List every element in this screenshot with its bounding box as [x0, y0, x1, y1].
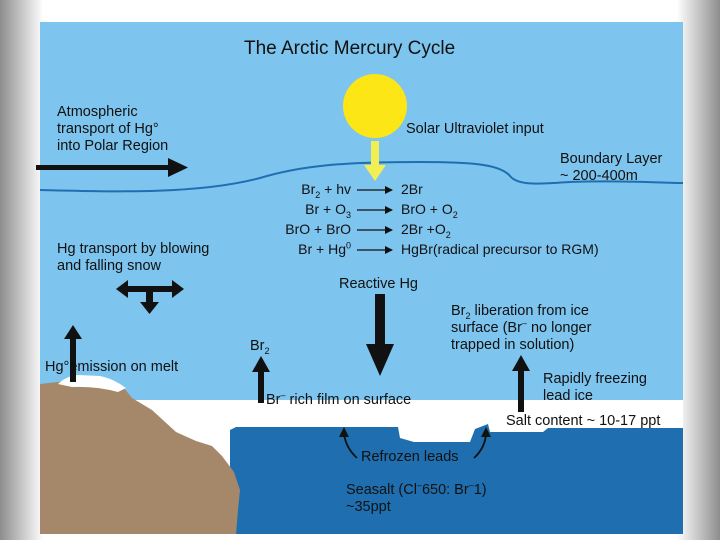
- seasalt-label: Seasalt (Cl–650: Br–1) ~35ppt: [346, 480, 487, 515]
- sea-water: [230, 424, 683, 534]
- br2-liberation-label: Br2 liberation from ice surface (Br– no …: [451, 303, 592, 353]
- land-mass: [40, 380, 240, 534]
- uv-ray-arrowhead: [364, 165, 386, 181]
- br2-liberation-arrow-shaft: [518, 370, 524, 412]
- refrozen-leads-arrowhead-right: [481, 427, 491, 437]
- boundary-layer-label: Boundary Layer ~ 200-400m: [560, 151, 663, 184]
- reactive-hg-arrow-shaft: [375, 294, 385, 344]
- refrozen-leads-arrowhead-left: [339, 427, 349, 437]
- hg-emission-arrowhead: [64, 325, 82, 339]
- reaction-2-products: BrO + O2: [401, 201, 458, 220]
- uv-ray-shaft: [371, 141, 379, 165]
- snow-transport-arrow-stem: [146, 291, 153, 303]
- boundary-layer-line: [39, 160, 684, 193]
- reaction-1-reactants: Br2 + hv: [301, 181, 351, 200]
- br2-release-arrowhead: [252, 356, 270, 372]
- snow-transport-arrowhead-down: [140, 302, 159, 314]
- br-rich-film-label: Br– rich film on surface: [266, 390, 412, 408]
- reactive-hg-arrowhead: [366, 344, 394, 376]
- reaction-4-reactants: Br + Hg0: [298, 240, 351, 257]
- reaction-2-reactants: Br + O3: [305, 201, 351, 220]
- reaction-3-reactants: BrO + BrO: [285, 221, 351, 237]
- reaction-4-products: HgBr(radical precursor to RGM): [401, 241, 599, 257]
- reaction-1-products: 2Br: [401, 181, 423, 197]
- atmospheric-transport-arrowhead: [168, 158, 188, 177]
- hg-emission-label: Hg°emission on melt: [45, 359, 179, 375]
- rapidly-freezing-label: Rapidly freezing lead ice: [543, 371, 647, 404]
- reactive-hg-label: Reactive Hg: [339, 276, 418, 292]
- sun-icon: [343, 74, 407, 138]
- salt-content-label: Salt content ~ 10-17 ppt: [506, 413, 661, 429]
- snow-transport-arrowhead-left: [116, 280, 128, 298]
- br2-release-arrow-shaft: [258, 371, 264, 403]
- refrozen-leads-label: Refrozen leads: [361, 449, 459, 465]
- diagram-title: The Arctic Mercury Cycle: [244, 38, 456, 59]
- br2-label: Br2: [250, 338, 270, 356]
- solar-uv-label: Solar Ultraviolet input: [406, 121, 544, 137]
- snow-transport-arrowhead-right: [172, 280, 184, 298]
- atmospheric-transport-label: Atmospheric transport of Hg° into Polar …: [57, 104, 169, 154]
- hg-transport-snow-label: Hg transport by blowing and falling snow: [57, 241, 210, 274]
- br2-liberation-arrowhead: [512, 355, 530, 371]
- snow-transport-arrow-bar: [126, 286, 174, 292]
- reaction-3-products: 2Br +O2: [401, 221, 451, 240]
- hg-emission-arrow-shaft: [70, 338, 76, 382]
- atmospheric-transport-arrow-shaft: [36, 165, 170, 170]
